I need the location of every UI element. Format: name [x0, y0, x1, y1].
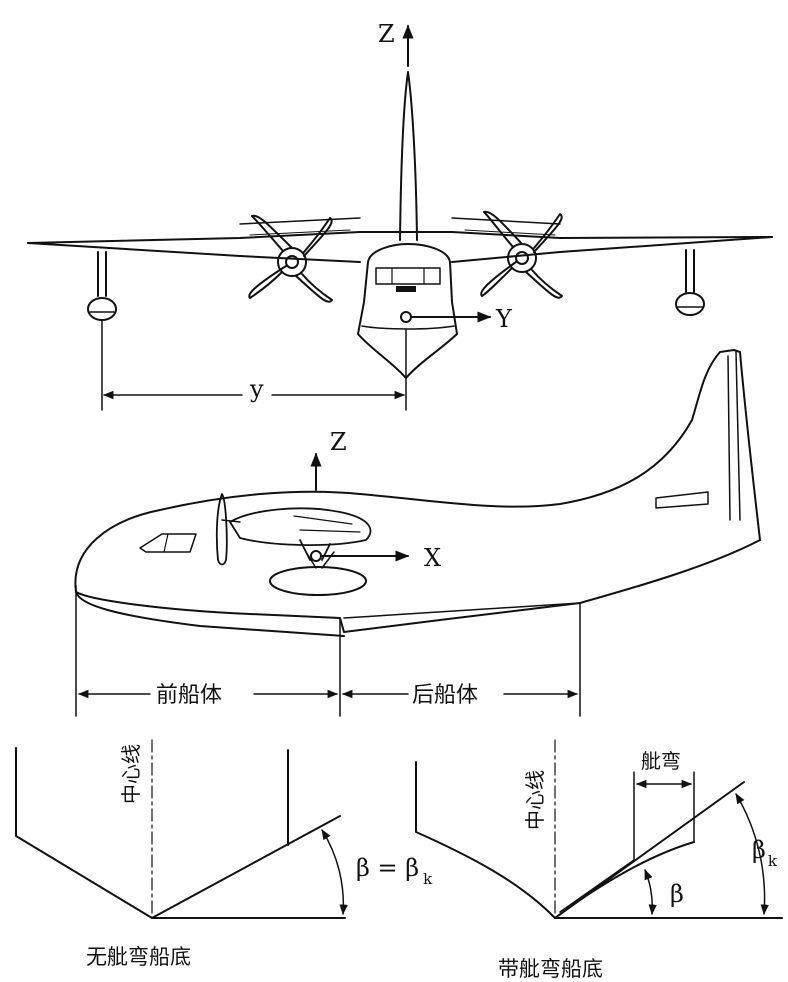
flare-chord: [559, 859, 635, 913]
centerline-label-right: 中心线: [523, 770, 547, 830]
centerline-label-left: 中心线: [119, 744, 143, 804]
front-fuselage: [357, 243, 458, 379]
caption-no-flare: 无舭弯船底: [86, 945, 191, 969]
front-z-label: Z: [378, 20, 395, 48]
right-propeller: [480, 210, 563, 299]
front-view: Z Y y: [27, 20, 773, 411]
side-x-label: X: [424, 544, 441, 572]
dimension-y: [101, 319, 407, 411]
hull-section-outline-left: [15, 747, 341, 919]
side-view: Z X 前船体 后船体: [74, 349, 761, 717]
side-hull: [74, 349, 761, 637]
hull-dimensions: [75, 585, 581, 717]
beta-label-right: β: [670, 880, 684, 908]
dimension-y-label: y: [249, 375, 264, 403]
left-wing-float: [87, 251, 117, 321]
forebody-label: 前船体: [156, 683, 222, 708]
front-y-label: Y: [495, 305, 513, 333]
deadrise-line-right: [554, 781, 745, 919]
left-propeller: [248, 214, 333, 303]
side-z-label: Z: [330, 428, 347, 456]
deadrise-arc-left: [321, 829, 348, 916]
chine-flare-label: 舭弯: [641, 749, 681, 773]
right-wing-float: [675, 249, 705, 316]
front-wing: [27, 217, 773, 263]
afterbody-label: 后船体: [412, 683, 478, 708]
hull-section-outline-right: [415, 761, 556, 919]
beta-k-arc-right: [735, 793, 769, 916]
caption-with-flare: 带舭弯船底: [498, 957, 603, 981]
beta-arc-right: [644, 869, 657, 916]
front-fin: [399, 71, 418, 241]
